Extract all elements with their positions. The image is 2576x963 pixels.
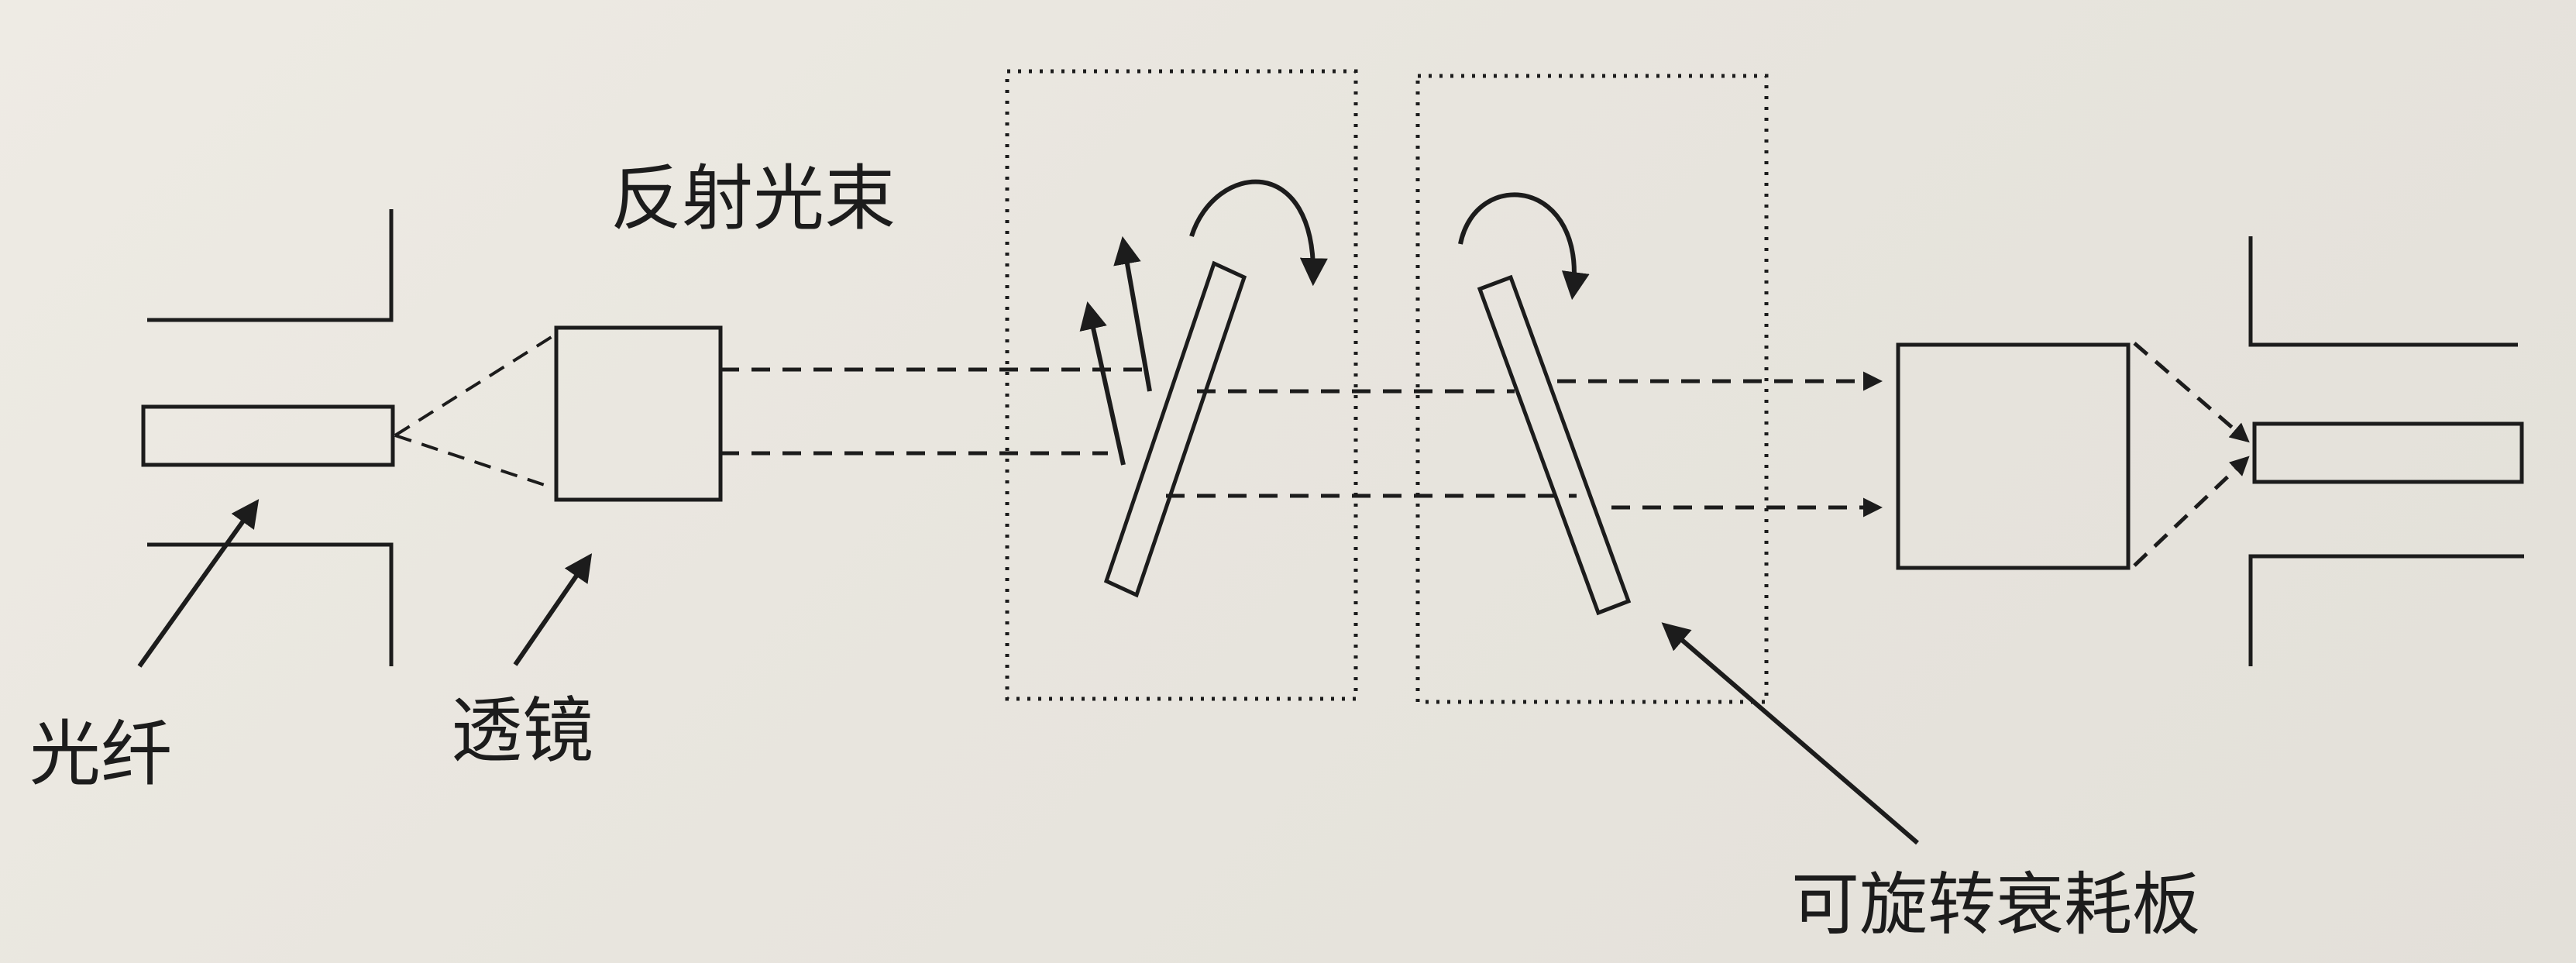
rotation-arrow-2 — [1458, 192, 1590, 301]
reflected-beam-arrows — [1079, 236, 1152, 466]
fiber-pointer-arrow — [137, 499, 260, 668]
left-lens — [554, 325, 723, 502]
fiber-label: 光纤 — [29, 713, 172, 796]
right-converging-beam — [2133, 342, 2250, 567]
lens-pointer-arrow — [513, 553, 593, 666]
attenuator-frame-2 — [1415, 74, 1769, 704]
reflected-beam-label: 反射光束 — [610, 157, 896, 240]
lens-label: 透镜 — [451, 690, 593, 772]
attenuator-plate-2 — [1477, 274, 1632, 616]
rotation-arrow-1 — [1189, 179, 1328, 287]
left-diverging-beam — [394, 334, 555, 490]
attenuator-pointer-arrow — [1661, 622, 1919, 845]
right-lens — [1896, 342, 2131, 570]
left-fiber-housing — [147, 209, 394, 666]
right-fiber-housing — [2248, 236, 2524, 666]
attenuator-plate-1 — [1103, 260, 1247, 598]
right-fiber — [2252, 421, 2524, 484]
left-fiber — [141, 404, 395, 467]
rotatable-attenuator-label: 可旋转衰耗板 — [1791, 865, 2200, 944]
collimated-beam — [721, 367, 1883, 518]
attenuator-frame-1 — [1005, 69, 1358, 701]
